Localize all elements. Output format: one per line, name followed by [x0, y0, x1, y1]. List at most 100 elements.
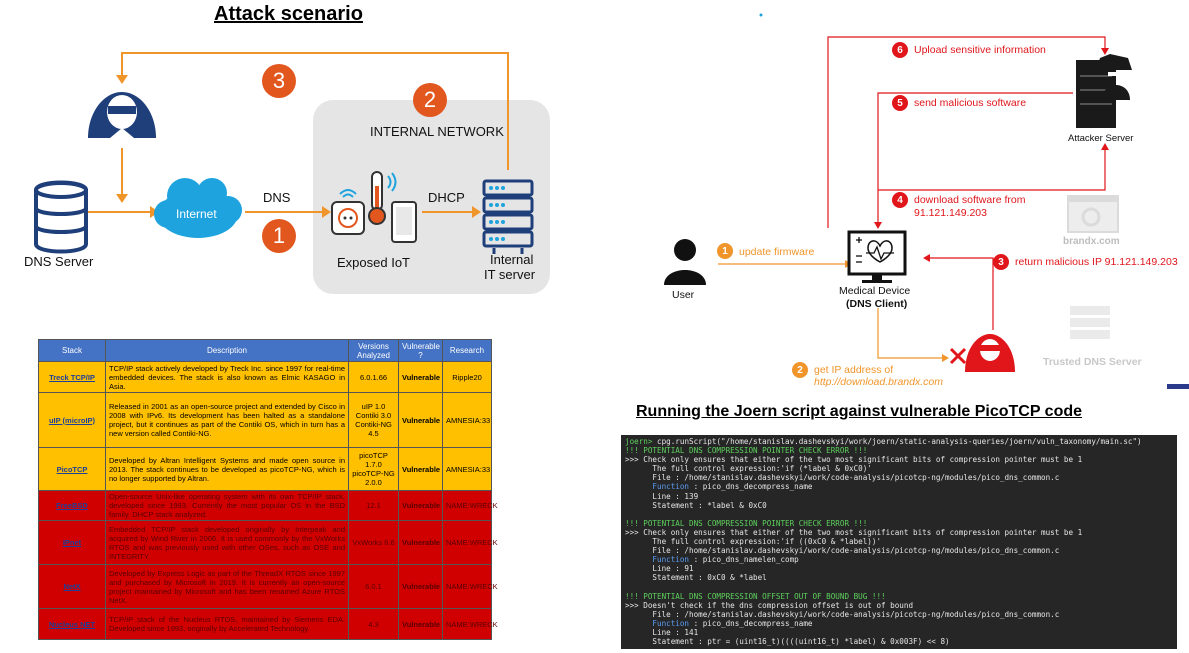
stack-versions: 12.1	[348, 490, 399, 521]
table-row: uIP (microIP) Released in 2001 as an ope…	[38, 392, 492, 448]
stack-research: NAME:WRECK	[442, 520, 498, 565]
flow-step-2-label-1: get IP address of	[814, 364, 894, 376]
stack-name[interactable]: PicoTCP	[38, 447, 106, 491]
header-description: Description	[105, 339, 349, 362]
flow-step-6-label: Upload sensitive information	[914, 44, 1046, 56]
flow-step-2-badge: 2	[792, 362, 808, 378]
brandx-server-icon	[1067, 195, 1119, 233]
stack-name[interactable]: Treck TCP/IP	[38, 361, 106, 393]
flow-step-5-label: send malicious software	[914, 97, 1027, 109]
stack-description: Released in 2001 as an open-source proje…	[105, 392, 349, 448]
finding-desc: >>> Check only ensures that either of th…	[625, 455, 1083, 465]
finding-expr: The full control expression:'if ((0xC0 &…	[625, 537, 882, 547]
stack-name[interactable]: NetX	[38, 564, 106, 609]
it-server-icon	[482, 179, 534, 254]
header-research: Research	[442, 339, 492, 362]
finding-function-label: Function	[625, 482, 690, 492]
stack-research: NAME:WRECK	[442, 490, 498, 521]
brandx-label: brandx.com	[1063, 236, 1120, 247]
joern-terminal[interactable]: joern> cpg.runScript("/home/stanislav.da…	[621, 435, 1177, 649]
dhcp-label: DHCP	[428, 190, 465, 205]
trusted-dns-server-icon	[1070, 306, 1110, 339]
finding-expr: The full control expression:'if (*label …	[625, 464, 872, 474]
finding-function-sep: :	[689, 555, 703, 565]
flow-step-6-badge: 6	[892, 42, 908, 58]
stack-vulnerable: Vulnerable	[398, 447, 443, 491]
finding-header: !!! POTENTIAL DNS COMPRESSION OFFSET OUT…	[625, 591, 886, 601]
stack-research: AMNESIA:33	[442, 392, 492, 448]
stack-versions: 6.0.1.66	[348, 361, 399, 393]
finding-line: Line : 91	[625, 564, 694, 574]
flow-step-2-label-2: http://download.brandx.com	[814, 376, 943, 388]
user-label: User	[672, 289, 695, 301]
stack-research: Ripple20	[442, 361, 492, 393]
stack-name[interactable]: Nucleus NET	[38, 608, 106, 640]
stack-versions: 4.3	[348, 608, 399, 640]
flow-step-1-label: update firmware	[739, 246, 815, 258]
stack-vulnerable: Vulnerable	[398, 490, 443, 521]
stack-description: Open-source Unix-like operating system w…	[105, 490, 349, 521]
medical-device-icon	[847, 230, 907, 283]
stack-versions: VxWorks 6.6	[348, 520, 399, 565]
finding-file: File : /home/stanislav.dashevskyi/work/c…	[625, 609, 1060, 619]
table-row: Treck TCP/IP TCP/IP stack actively devel…	[38, 361, 492, 393]
header-versions: Versions Analyzed	[348, 339, 399, 362]
finding-header: !!! POTENTIAL DNS COMPRESSION POINTER CH…	[625, 518, 868, 528]
finding-statement: Statement : ptr = (uint16_t)((((uint16_t…	[625, 637, 950, 647]
dns-flow-diagram	[664, 13, 1189, 389]
stack-research: AMNESIA:33	[442, 447, 492, 491]
stack-description: TCP/IP stack of the Nucleus RTOS, mainta…	[105, 608, 349, 640]
header-stack: Stack	[38, 339, 106, 362]
finding-header: !!! POTENTIAL DNS COMPRESSION POINTER CH…	[625, 446, 868, 456]
trusted-dns-label: Trusted DNS Server	[1043, 356, 1142, 368]
stack-description: Embedded TCP/IP stack developed original…	[105, 520, 349, 565]
finding-function-label: Function	[625, 618, 690, 628]
dns-server-icon	[34, 180, 88, 254]
stack-vulnerable: Vulnerable	[398, 520, 443, 565]
finding-line: Line : 141	[625, 627, 699, 637]
attacker-server-icon	[1076, 54, 1132, 128]
medical-device-label-1: Medical Device	[839, 285, 911, 297]
table-row: NetX Developed by Express Logic as part …	[38, 564, 498, 609]
stack-description: Developed by Altran Intelligent Systems …	[105, 447, 349, 491]
finding-function-label: Function	[625, 555, 690, 565]
step-3-badge: 3	[262, 64, 296, 98]
malicious-dns-hacker-icon	[965, 334, 1015, 372]
medical-device-label-2: (DNS Client)	[846, 298, 908, 310]
stack-vulnerable: Vulnerable	[398, 361, 443, 393]
stack-name[interactable]: FreeBSD	[38, 490, 106, 521]
stack-name[interactable]: IPnet	[38, 520, 106, 565]
stack-research: NAME:WRECK	[442, 564, 498, 609]
flow-step-3-label: return malicious IP 91.121.149.203	[1015, 256, 1178, 268]
flow-step-4-label-2: 91.121.149.203	[914, 207, 987, 219]
finding-function: pico_dns_decompress_name	[702, 482, 813, 492]
attack-scenario-diagram	[34, 52, 550, 294]
flow-step-1-badge: 1	[717, 243, 733, 259]
hacker-icon	[88, 92, 156, 138]
stack-vulnerable: Vulnerable	[398, 608, 443, 640]
attack-scenario-title: Attack scenario	[214, 3, 363, 25]
stack-name[interactable]: uIP (microIP)	[38, 392, 106, 448]
flow-step-4-label-1: download software from	[914, 194, 1026, 206]
table-row: IPnet Embedded TCP/IP stack developed or…	[38, 520, 498, 565]
header-vulnerable: Vulnerable ?	[398, 339, 443, 362]
internal-network-label: INTERNAL NETWORK	[370, 124, 504, 139]
attacker-server-label: Attacker Server	[1068, 133, 1134, 144]
internet-label: Internet	[176, 207, 217, 221]
table-row: Nucleus NET TCP/IP stack of the Nucleus …	[38, 608, 498, 640]
flow-step-3-badge: 3	[993, 254, 1009, 270]
finding-statement: Statement : *label & 0xC0	[625, 500, 767, 510]
stack-table-wrapper: Stack Description Versions Analyzed Vuln…	[38, 339, 498, 640]
terminal-command: cpg.runScript("/home/stanislav.dashevsky…	[652, 437, 1142, 446]
finding-line: Line : 139	[625, 491, 699, 501]
stack-research: NAME:WRECK	[442, 608, 498, 640]
step-1-badge: 1	[262, 219, 296, 253]
stack-versions: uIP 1.0 Contiki 3.0 Contiki-NG 4.5	[348, 392, 399, 448]
joern-title: Running the Joern script against vulnera…	[636, 403, 1083, 420]
stack-table: Stack Description Versions Analyzed Vuln…	[38, 339, 498, 640]
dns-label: DNS	[263, 190, 291, 205]
flow-step-5-badge: 5	[892, 95, 908, 111]
finding-function: pico_dns_namelen_comp	[702, 555, 799, 565]
stack-versions: 6.0.1	[348, 564, 399, 609]
finding-file: File : /home/stanislav.dashevskyi/work/c…	[625, 546, 1060, 556]
